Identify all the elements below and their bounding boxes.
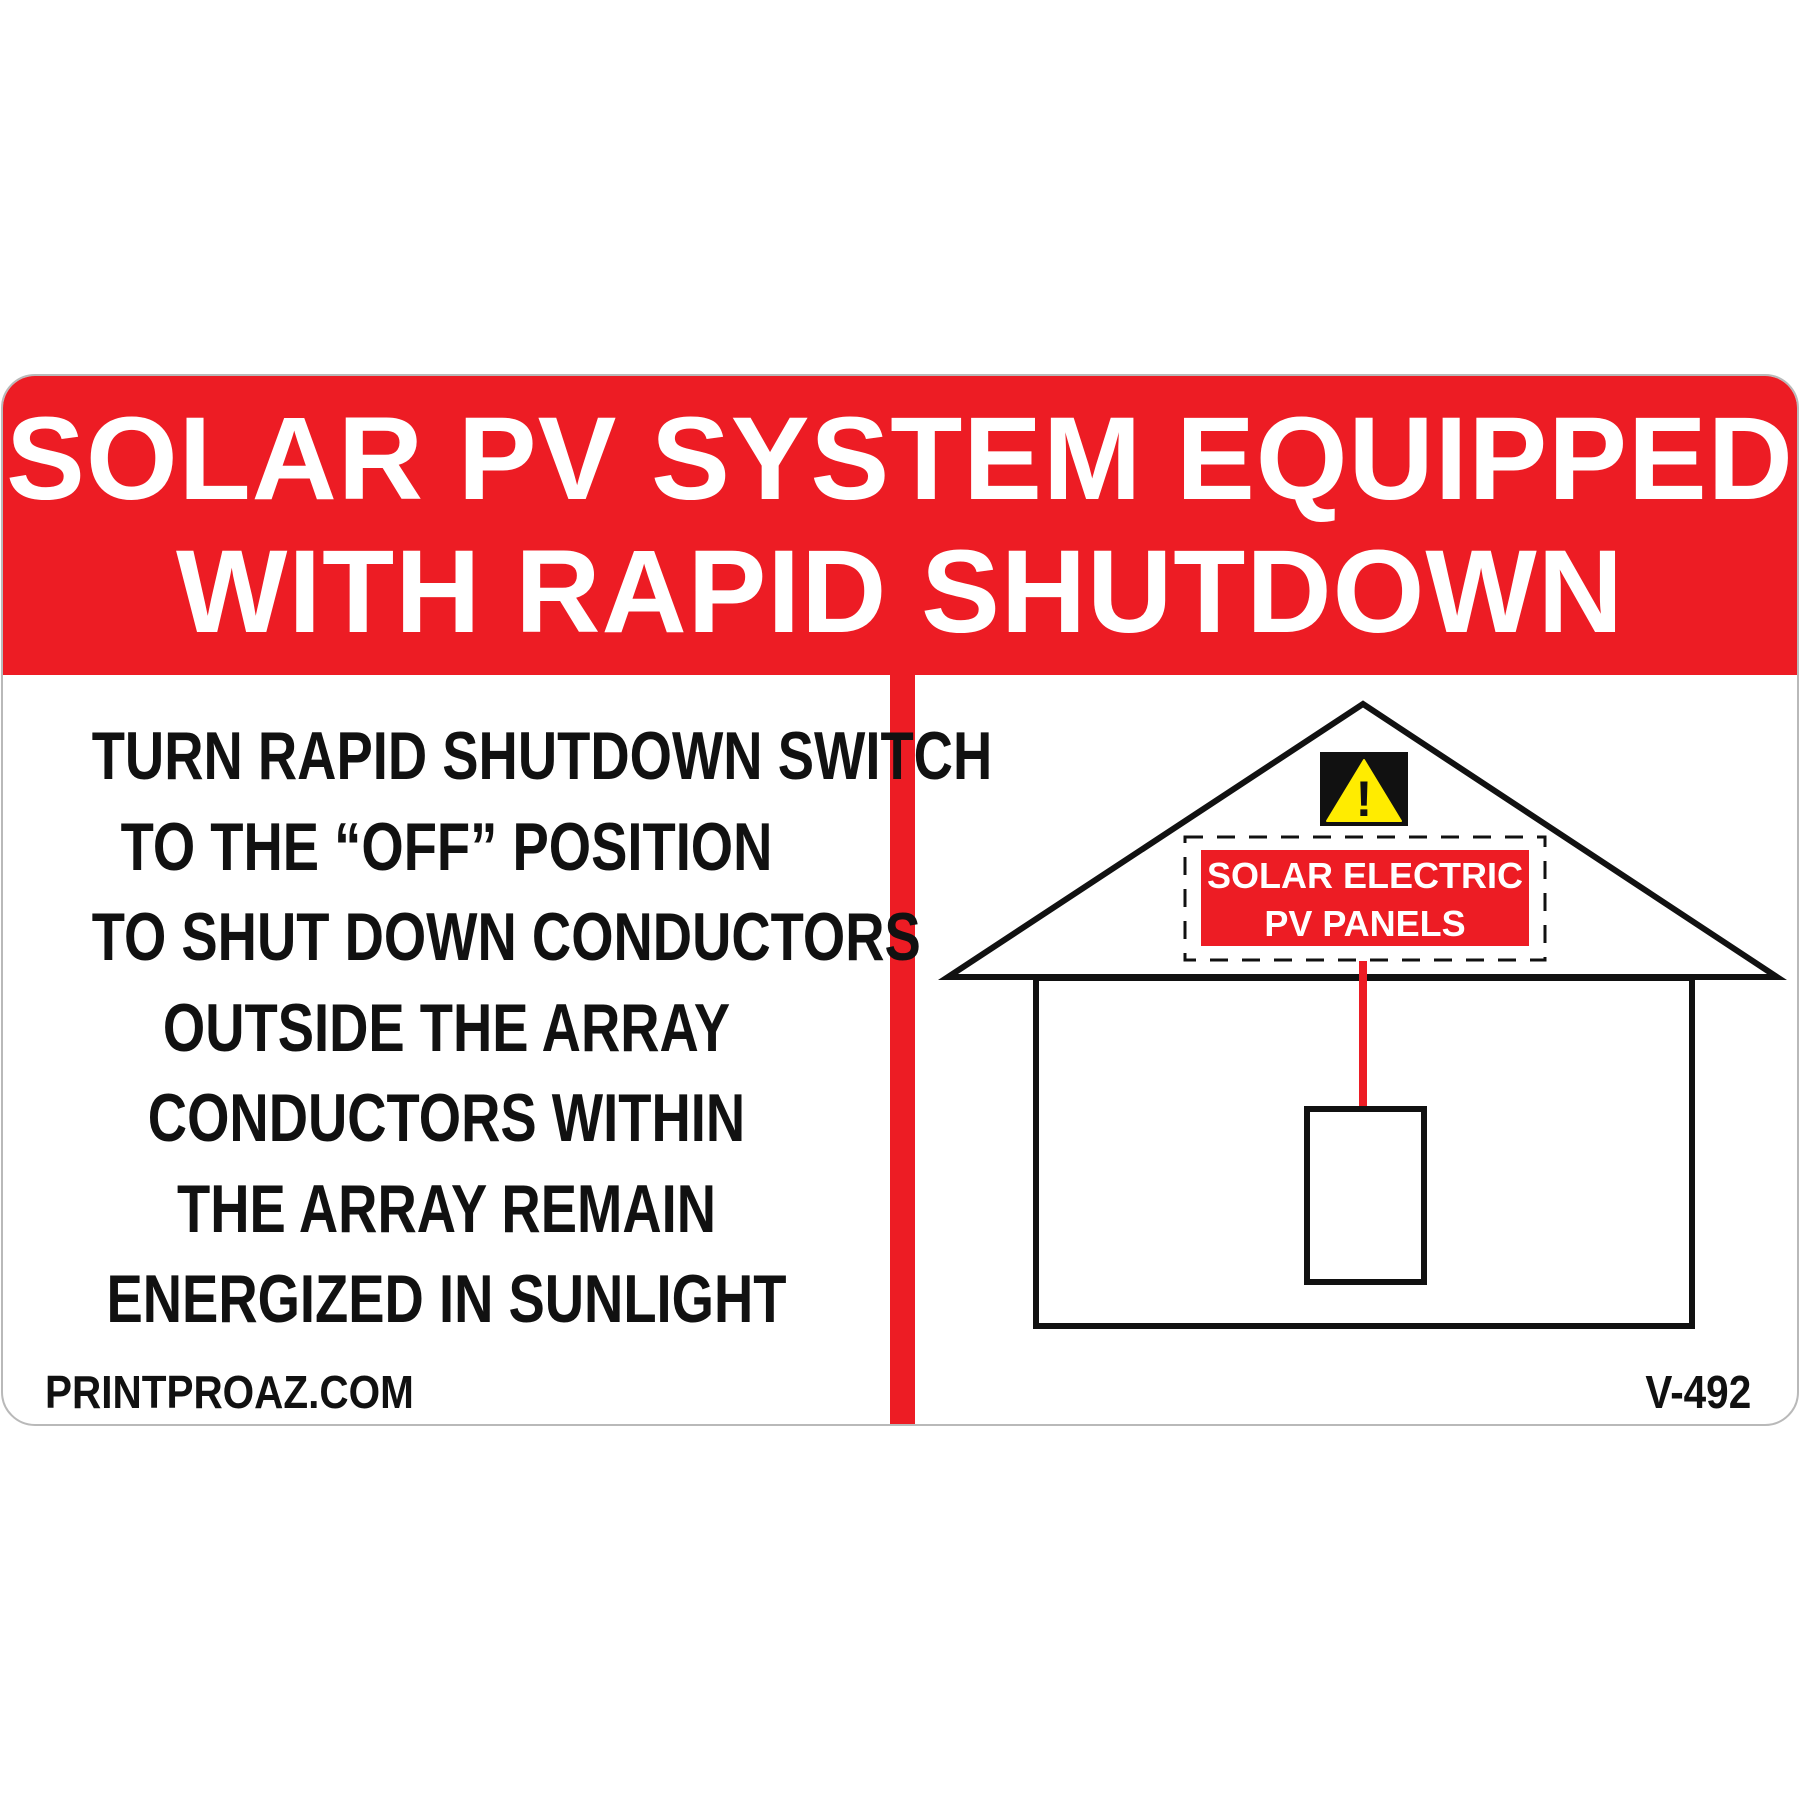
house-diagram: SOLAR ELECTRIC PV PANELS ! xyxy=(937,700,1787,1329)
instruction-line-7: ENERGIZED IN SUNLIGHT xyxy=(106,1261,787,1337)
shutdown-switch-box-icon xyxy=(1304,1106,1427,1285)
warning-triangle-icon: ! xyxy=(1320,752,1408,827)
website-text: PRINTPROAZ.COM xyxy=(45,1366,414,1418)
red-vertical-divider xyxy=(890,675,915,1424)
pv-panels-label-line-2: PV PANELS xyxy=(1264,903,1465,944)
safety-label: SOLAR PV SYSTEM EQUIPPED WITH RAPID SHUT… xyxy=(1,374,1799,1426)
header-banner: SOLAR PV SYSTEM EQUIPPED WITH RAPID SHUT… xyxy=(3,376,1797,675)
pv-panels-label-line-1: SOLAR ELECTRIC xyxy=(1207,855,1523,896)
header-title-line-1: SOLAR PV SYSTEM EQUIPPED xyxy=(6,392,1794,525)
warning-exclamation: ! xyxy=(1356,771,1373,827)
instruction-line-5: CONDUCTORS WITHIN xyxy=(147,1080,746,1156)
instruction-line-2: TO THE “OFF” POSITION xyxy=(120,808,773,885)
instruction-line-4: OUTSIDE THE ARRAY xyxy=(162,989,731,1066)
instruction-text: TURN RAPID SHUTDOWN SWITCH TO THE “OFF” … xyxy=(3,711,993,1345)
array-boundary-dashed xyxy=(1183,835,1547,962)
instruction-line-3: TO SHUT DOWN CONDUCTORS xyxy=(91,899,921,975)
instruction-line-6: THE ARRAY REMAIN xyxy=(176,1170,717,1247)
header-title-line-2: WITH RAPID SHUTDOWN xyxy=(176,525,1624,658)
label-code: V-492 xyxy=(1645,1366,1751,1418)
pv-panels-label-box xyxy=(1201,850,1529,946)
